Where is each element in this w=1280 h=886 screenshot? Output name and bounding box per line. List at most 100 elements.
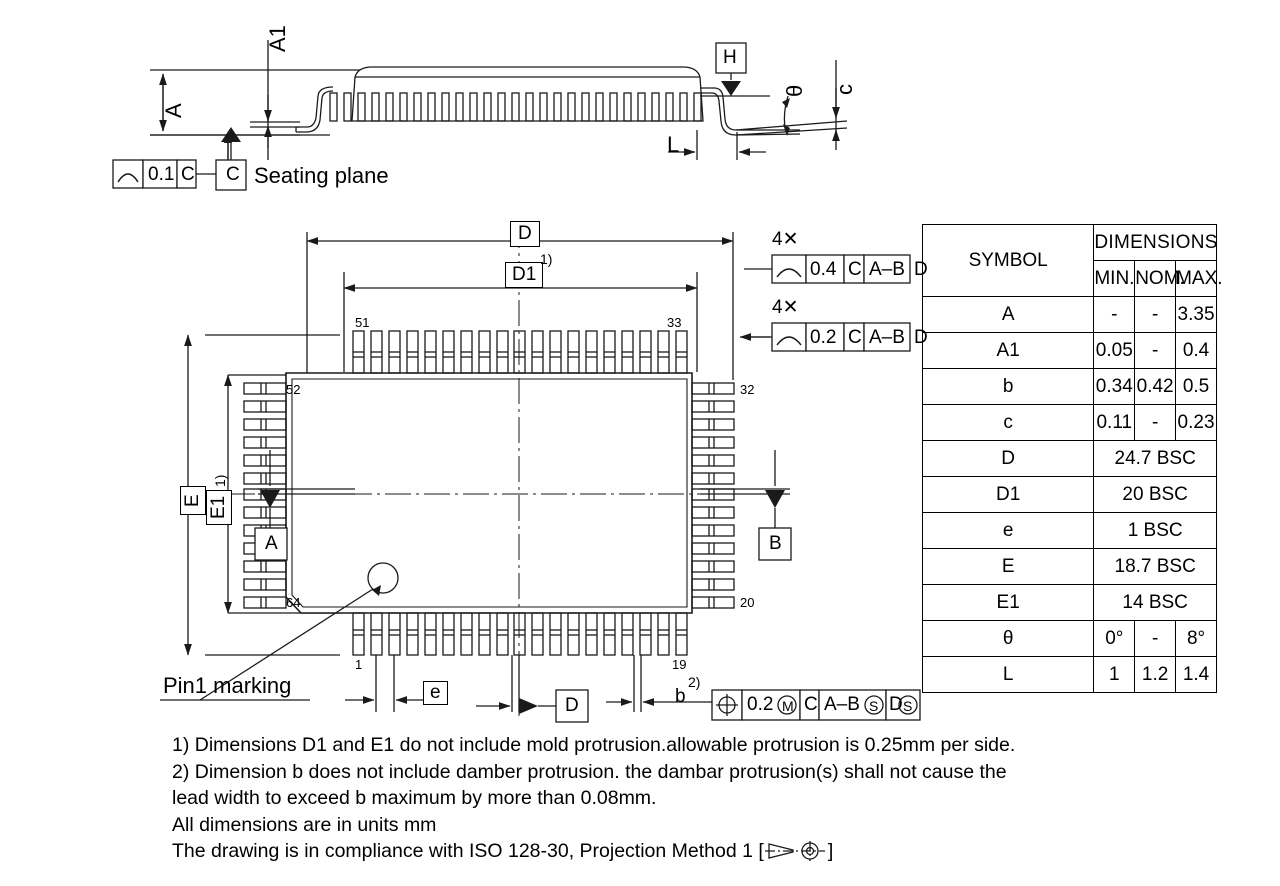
row-min: 1: [1093, 656, 1136, 693]
row-symbol: D1: [921, 476, 1095, 513]
note-line-5: The drawing is in compliance with ISO 12…: [172, 838, 1172, 870]
pin-number-right-top: 32: [740, 382, 755, 397]
side-view-right-lead: [700, 87, 801, 136]
profile-frame-1-value: 0.2: [810, 327, 837, 348]
row-symbol: E: [921, 548, 1095, 585]
row-value: 24.7 BSC: [1093, 440, 1217, 477]
row-min: -: [1093, 296, 1136, 333]
row-symbol: L: [921, 656, 1095, 693]
label-A: A: [161, 103, 186, 118]
header-nom: NOM.: [1134, 260, 1185, 297]
pin1-marking-label: Pin1 marking: [163, 673, 292, 698]
pin-number-right-bottom: 20: [740, 595, 755, 610]
top-view-right-leads: [691, 382, 735, 609]
row-min: 0.34: [1093, 368, 1136, 405]
table-row: c 0.11 - 0.23: [921, 404, 1217, 441]
table-row: D 24.7 BSC: [921, 440, 1217, 477]
pin-number-left-top: 52: [286, 382, 301, 397]
table-row: E 18.7 BSC: [921, 548, 1217, 585]
label-E: E: [180, 486, 206, 515]
table-row: θ 0° - 8°: [921, 620, 1217, 657]
row-nom: 0.42: [1134, 368, 1177, 405]
label-e: e: [423, 681, 448, 705]
row-max: 1.4: [1175, 656, 1217, 693]
row-symbol: θ: [921, 620, 1095, 657]
header-dimensions: DIMENSIONS: [1093, 224, 1217, 261]
theta-angle-indicator: [735, 95, 848, 136]
datum-A-feature: [254, 450, 355, 561]
profile-frame-0-value: 0.4: [810, 259, 837, 280]
top-view-left-leads: [243, 382, 287, 609]
row-nom: -: [1134, 620, 1177, 657]
row-symbol: A1: [921, 332, 1095, 369]
pin-number-left-bottom: 64: [286, 595, 301, 610]
profile-frame-0-datum-ab: A–B: [869, 259, 905, 280]
position-frame-datum-c: C: [804, 694, 818, 715]
dimension-b: [606, 655, 712, 712]
flatness-datum: C: [181, 164, 195, 185]
row-symbol: c: [921, 404, 1095, 441]
side-view-lead-pins: [329, 92, 702, 122]
label-b: b: [675, 686, 686, 707]
label-D1-note-ref: 1): [540, 251, 553, 267]
position-frame-datum-ab: A–B: [824, 694, 860, 715]
dimension-D1: [343, 272, 698, 372]
row-nom: -: [1134, 296, 1177, 333]
profile-frame-0-multiplier: 4✕: [772, 229, 799, 250]
datum-D-feature: [476, 655, 589, 723]
table-row: D1 20 BSC: [921, 476, 1217, 513]
label-theta: θ: [782, 84, 807, 97]
row-max: 8°: [1175, 620, 1217, 657]
profile-frame-0p2: [744, 322, 911, 352]
profile-frame-1-multiplier: 4✕: [772, 297, 799, 318]
position-frame-value: 0.2: [747, 694, 774, 715]
row-value: 14 BSC: [1093, 584, 1217, 621]
row-min: 0.11: [1093, 404, 1136, 441]
label-c: c: [832, 84, 857, 95]
label-E1-note-ref: 1): [212, 474, 228, 487]
profile-frame-0-datum-c: C: [848, 259, 862, 280]
header-symbol: SYMBOL: [921, 224, 1095, 297]
position-frame-datum-d: D: [889, 694, 903, 715]
pin-number-bottom-right: 19: [672, 657, 687, 672]
label-D1: D1: [505, 262, 544, 288]
note-line-3: lead width to exceed b maximum by more t…: [172, 787, 657, 809]
datum-B-label: B: [769, 533, 782, 554]
flatness-value: 0.1: [148, 164, 175, 185]
profile-frame-1-datum-c: C: [848, 327, 862, 348]
note-line-2: 2) Dimension b does not include damber p…: [172, 760, 1007, 783]
row-max: 0.4: [1175, 332, 1217, 369]
position-frame-mod-s2: S: [903, 698, 913, 714]
top-view-top-leads: [352, 330, 688, 374]
dimensions-table-container: SYMBOL DIMENSIONS MIN. NOM. MAX. A - - 3…: [921, 224, 1223, 693]
notes-block: 1) Dimensions D1 and E1 do not include m…: [172, 732, 1172, 870]
table-row: A - - 3.35: [921, 296, 1217, 333]
row-max: 3.35: [1175, 296, 1217, 333]
row-value: 18.7 BSC: [1093, 548, 1217, 585]
row-symbol: E1: [921, 584, 1095, 621]
datum-H-feature: [700, 42, 770, 97]
iso-first-angle-projection-icon: [764, 840, 827, 870]
datum-H-label: H: [723, 47, 737, 68]
datum-C-feature: [215, 127, 247, 191]
side-view-left-lead: [295, 86, 334, 133]
row-nom: -: [1134, 332, 1177, 369]
position-frame-modifier: M: [782, 698, 794, 714]
table-row: E1 14 BSC: [921, 584, 1217, 621]
row-min: 0.05: [1093, 332, 1136, 369]
top-view-package-body: [285, 372, 693, 614]
table-row: e 1 BSC: [921, 512, 1217, 549]
position-frame-mod-s1: S: [869, 698, 879, 714]
profile-frame-0p4: [744, 254, 911, 284]
label-A1: A1: [265, 25, 290, 52]
label-L: L: [667, 132, 680, 157]
note-line-5-prefix: The drawing is in compliance with ISO 12…: [172, 840, 764, 862]
row-symbol: b: [921, 368, 1095, 405]
datum-B-feature: [700, 450, 792, 561]
seating-plane-label: Seating plane: [254, 163, 389, 188]
datum-A-label: A: [265, 533, 278, 554]
table-row: b 0.34 0.42 0.5: [921, 368, 1217, 405]
dimensions-table: SYMBOL DIMENSIONS MIN. NOM. MAX. A - - 3…: [921, 224, 1223, 693]
pin1-marking-circle: [160, 562, 399, 701]
datum-C-label: C: [226, 164, 240, 185]
